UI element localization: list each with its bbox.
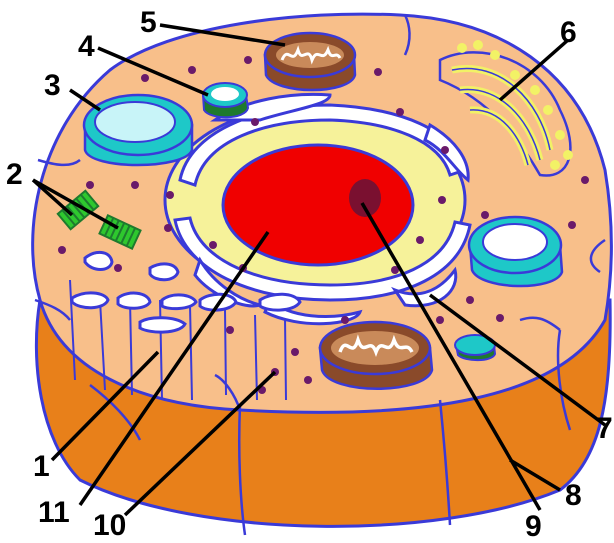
label-11: 11 xyxy=(38,496,70,529)
vacuole-left xyxy=(84,95,192,165)
label-7: 7 xyxy=(596,412,613,445)
vacuole-right xyxy=(469,217,562,286)
label-3: 3 xyxy=(44,69,61,102)
mitochondrion-top xyxy=(265,33,355,90)
label-10: 10 xyxy=(93,509,126,542)
label-8: 8 xyxy=(565,479,582,512)
label-4: 4 xyxy=(78,30,95,63)
label-2: 2 xyxy=(6,158,23,191)
label-9: 9 xyxy=(525,510,542,543)
vesicle-top xyxy=(203,83,248,117)
label-5: 5 xyxy=(140,6,157,39)
label-6: 6 xyxy=(560,16,577,49)
mitochondrion-bottom xyxy=(320,322,432,389)
nucleus xyxy=(223,145,413,265)
label-1: 1 xyxy=(33,450,50,483)
